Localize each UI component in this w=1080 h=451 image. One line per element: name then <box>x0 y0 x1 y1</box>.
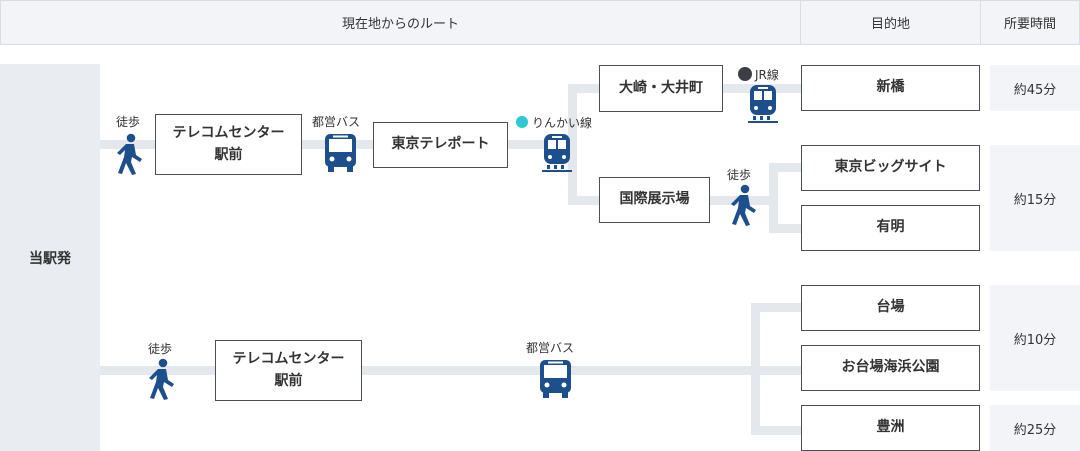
time-25-label: 約25分 <box>1013 422 1057 438</box>
origin-station: 当駅発 <box>0 64 100 451</box>
route2-bus-label: 都営バス <box>526 341 575 355</box>
dest-ariake-label: 有明 <box>876 219 905 236</box>
route2-fork-middle <box>760 366 803 375</box>
train-icon <box>542 134 572 172</box>
route2-fork-vertical <box>751 303 760 435</box>
route2-stop-telecom-line1: テレコムセンター <box>232 350 345 367</box>
pedestrian-icon <box>149 358 174 400</box>
dest-odaiba-park-label: お台場海浜公園 <box>841 359 940 376</box>
route1-stop-osaki-label: 大崎・大井町 <box>619 79 703 96</box>
route1-branch-vertical <box>568 84 577 205</box>
time-45: 約45分 <box>990 65 1080 111</box>
route1-stop-teleport-label: 東京テレポート <box>391 136 490 153</box>
dest-toyosu-label: 豊洲 <box>876 419 905 436</box>
dest-shinbashi: 新橋 <box>801 65 980 111</box>
time-10-label: 約10分 <box>1013 332 1057 348</box>
dest-ariake: 有明 <box>801 205 980 251</box>
route2-walk-label: 徒歩 <box>148 342 173 356</box>
route1-fork-top <box>769 163 803 172</box>
bus-icon <box>325 134 356 172</box>
pedestrian-icon <box>731 184 756 226</box>
time-45-label: 約45分 <box>1013 82 1057 98</box>
dest-toyosu: 豊洲 <box>801 405 980 451</box>
dest-bigsight: 東京ビッグサイト <box>801 145 980 191</box>
route1-bus-label: 都営バス <box>312 115 361 129</box>
route1-stop-kokusai: 国際展示場 <box>599 177 710 223</box>
route1-rinkai-label: りんかい線 <box>532 116 593 130</box>
origin-label: 当駅発 <box>29 250 71 267</box>
time-25: 約25分 <box>990 405 1080 451</box>
header-route-label: 現在地からのルート <box>341 17 459 32</box>
time-15: 約15分 <box>990 145 1080 251</box>
route2-main-line <box>100 366 760 375</box>
route1-walk2-label: 徒歩 <box>727 168 752 182</box>
route1-walk-label: 徒歩 <box>116 115 141 129</box>
route1-stop-telecom: テレコムセンター 駅前 <box>155 114 302 175</box>
route1-branch-bottom <box>568 196 602 205</box>
time-10: 約10分 <box>990 285 1080 391</box>
dest-daiba-label: 台場 <box>876 299 905 316</box>
route1-stop-telecom-line2: 駅前 <box>214 146 243 163</box>
header-destination: 目的地 <box>800 0 981 45</box>
route1-jr-label: JR線 <box>755 68 779 82</box>
route1-stop-telecom-line1: テレコムセンター <box>172 124 285 141</box>
jr-line-dot <box>738 67 752 81</box>
header-time-label: 所要時間 <box>1003 17 1056 32</box>
dest-bigsight-label: 東京ビッグサイト <box>834 159 947 176</box>
train-icon <box>748 85 778 123</box>
route2-fork-top <box>751 303 803 312</box>
route2-stop-telecom-line2: 駅前 <box>274 372 303 389</box>
header-destination-label: 目的地 <box>870 17 910 32</box>
dest-shinbashi-label: 新橋 <box>876 79 905 96</box>
route2-stop-telecom: テレコムセンター 駅前 <box>215 340 362 401</box>
header-time: 所要時間 <box>980 0 1080 45</box>
route1-stop-osaki: 大崎・大井町 <box>599 65 723 112</box>
rinkai-line-dot <box>516 116 528 128</box>
bus-icon <box>540 360 571 398</box>
route1-branch-top <box>568 84 602 93</box>
route2-fork-bottom <box>751 426 803 435</box>
header-route: 現在地からのルート <box>0 0 801 45</box>
dest-daiba: 台場 <box>801 285 980 331</box>
dest-odaiba-park: お台場海浜公園 <box>801 345 980 391</box>
route1-stop-teleport: 東京テレポート <box>373 122 508 168</box>
time-15-label: 約15分 <box>1013 192 1057 208</box>
route1-stop-kokusai-label: 国際展示場 <box>619 191 690 208</box>
pedestrian-icon <box>117 133 142 175</box>
route1-fork-vertical <box>769 163 778 233</box>
route1-fork-bottom <box>769 224 803 233</box>
